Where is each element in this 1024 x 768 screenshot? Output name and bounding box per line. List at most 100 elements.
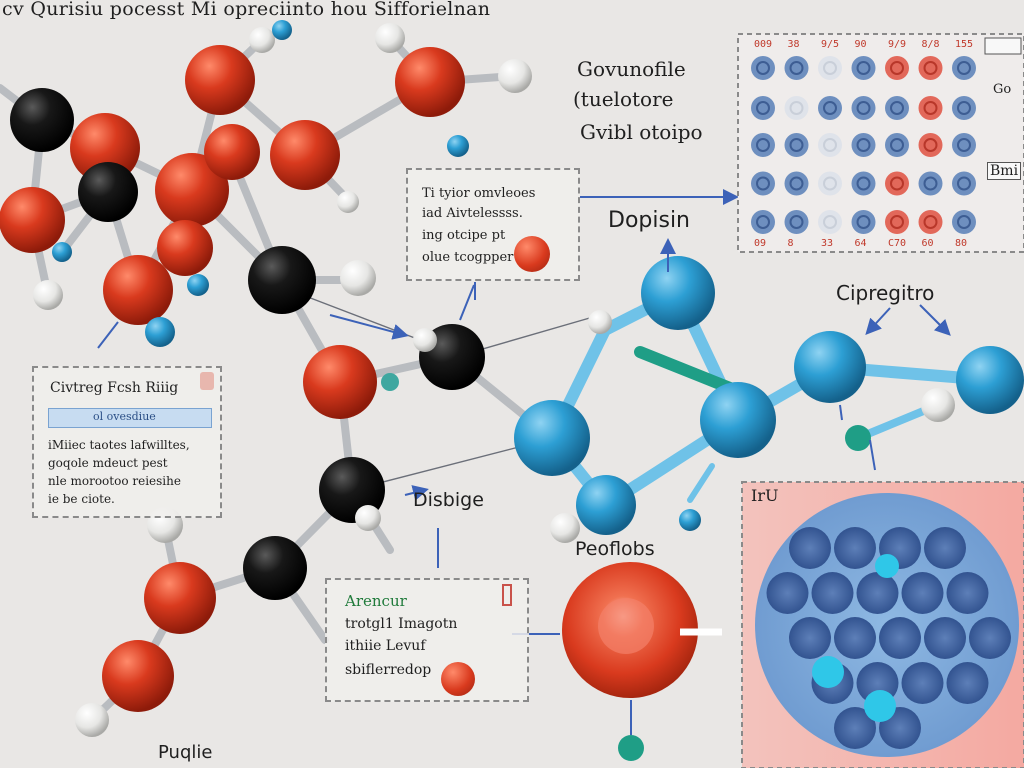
cyan-atom [187, 274, 209, 296]
well-cell-ring [789, 138, 804, 152]
well-cell-ring [957, 138, 971, 152]
box-bottom-line-4: sbiflerredop [345, 662, 432, 678]
well-cell-ring [856, 61, 871, 75]
grid-number: 009 [754, 39, 773, 50]
oxygen-atom [102, 640, 174, 712]
well-cell-ring [890, 61, 904, 75]
dish-cell [901, 662, 944, 704]
well-cell [818, 96, 842, 120]
label-cipregitro: Cipregitro [836, 281, 935, 305]
teal-bond [687, 463, 715, 503]
well-cell [885, 56, 909, 80]
hydrogen-atom [921, 388, 955, 422]
oxygen-atom [303, 345, 377, 419]
well-cell [851, 56, 876, 80]
well-cell [784, 171, 809, 196]
box-left-line-2: goqole mdeuct pest [48, 456, 168, 470]
grid-panel [737, 33, 1024, 253]
cyan-atom [52, 242, 72, 262]
highlighted-cell [864, 690, 896, 722]
red-atoms [0, 45, 465, 712]
annotation-box-top: Ti tyior omvleoes iad Aivtelessss. ing o… [406, 168, 580, 281]
oxygen-atom [157, 220, 213, 276]
annotation-box-bottom: Arencur trotgl1 Imagotn ithiie Levuf sbi… [325, 578, 529, 702]
well-cell [952, 133, 976, 157]
grid-badge [984, 37, 1022, 55]
annotation-box-left: Civtreg Fcsh Riiig ol ovesdiue iMiiec ta… [32, 366, 222, 518]
grid-number: 8/8 [921, 39, 940, 50]
box-top-line-1: Ti tyior omvleoes [422, 186, 536, 201]
cyan-atom [447, 135, 469, 157]
hydrogen-atom [413, 328, 437, 352]
well-cell [851, 133, 876, 157]
label-govunofile: Govunofile [577, 57, 686, 81]
well-cell [918, 56, 943, 80]
well-cell-ring [856, 176, 871, 191]
blue-atom [641, 256, 715, 330]
hydrogen-atom [337, 191, 359, 213]
teal-bond [634, 346, 736, 394]
well-cell-ring [823, 138, 837, 152]
label-dopisin: Dopisin [608, 208, 690, 233]
box-bottom-line-3: ithiie Levuf [345, 638, 426, 654]
well-cell-ring [823, 101, 837, 115]
grid-number: 60 [921, 238, 934, 249]
well-cell-ring [957, 215, 971, 229]
cyan-atom [272, 20, 292, 40]
well-cell [751, 210, 775, 234]
well-cell-ring [789, 61, 804, 75]
dish-cell [969, 617, 1011, 659]
hydrogen-atom [498, 59, 532, 93]
well-cell-ring [923, 215, 938, 229]
well-cell-ring [756, 101, 770, 115]
well-cell [952, 96, 976, 120]
grid-side-label-2: Bmi [987, 162, 1022, 180]
grid-number: 9/9 [888, 39, 907, 50]
well-cell [885, 133, 909, 157]
well-cell-ring [756, 61, 770, 75]
grid-number: 38 [787, 39, 800, 50]
dish-cell [946, 572, 989, 614]
well-cell-ring [957, 101, 971, 115]
well-cell-ring [756, 215, 770, 229]
teal-atom [618, 735, 644, 761]
oxygen-atom [144, 562, 216, 634]
dish-cell [901, 572, 944, 614]
well-cell-ring [890, 101, 904, 115]
hydrogen-atom [340, 260, 376, 296]
well-cell-ring [789, 176, 804, 191]
well-cell [918, 96, 943, 120]
well-cell [784, 96, 809, 120]
oxygen-atom [70, 113, 140, 183]
well-cell [918, 210, 943, 234]
grid-number: 09 [754, 238, 767, 249]
well-cell-ring [923, 138, 938, 152]
carbon-atom [248, 246, 316, 314]
well-cell [885, 96, 909, 120]
well-cell-ring [756, 138, 770, 152]
well-cell-ring [823, 176, 837, 191]
well-cell-ring [957, 61, 971, 75]
well-grid [751, 56, 976, 234]
page-title: cv Qurisiu pocesst Mi opreciinto hou Sif… [2, 0, 491, 20]
well-cell-ring [823, 61, 837, 75]
box-left-bar-text: ol ovesdiue [93, 410, 156, 423]
dish-cell [834, 707, 876, 749]
grid-number: 33 [821, 238, 834, 249]
well-cell-ring [890, 215, 904, 229]
dish-cell [766, 572, 809, 614]
oxygen-atom [270, 120, 340, 190]
oxygen-atom [204, 124, 260, 180]
teal-atom [845, 425, 871, 451]
red-atom-marker [514, 236, 550, 272]
well-cell [885, 210, 909, 234]
annotation-arrows [97, 189, 951, 635]
well-cell [751, 96, 775, 120]
well-cell [952, 171, 976, 196]
hydrogen-atom [75, 703, 109, 737]
blue-atom [700, 382, 776, 458]
blue-atom [576, 475, 636, 535]
well-cell [751, 56, 775, 80]
dish-cell [946, 662, 989, 704]
highlighted-cell [812, 656, 844, 688]
